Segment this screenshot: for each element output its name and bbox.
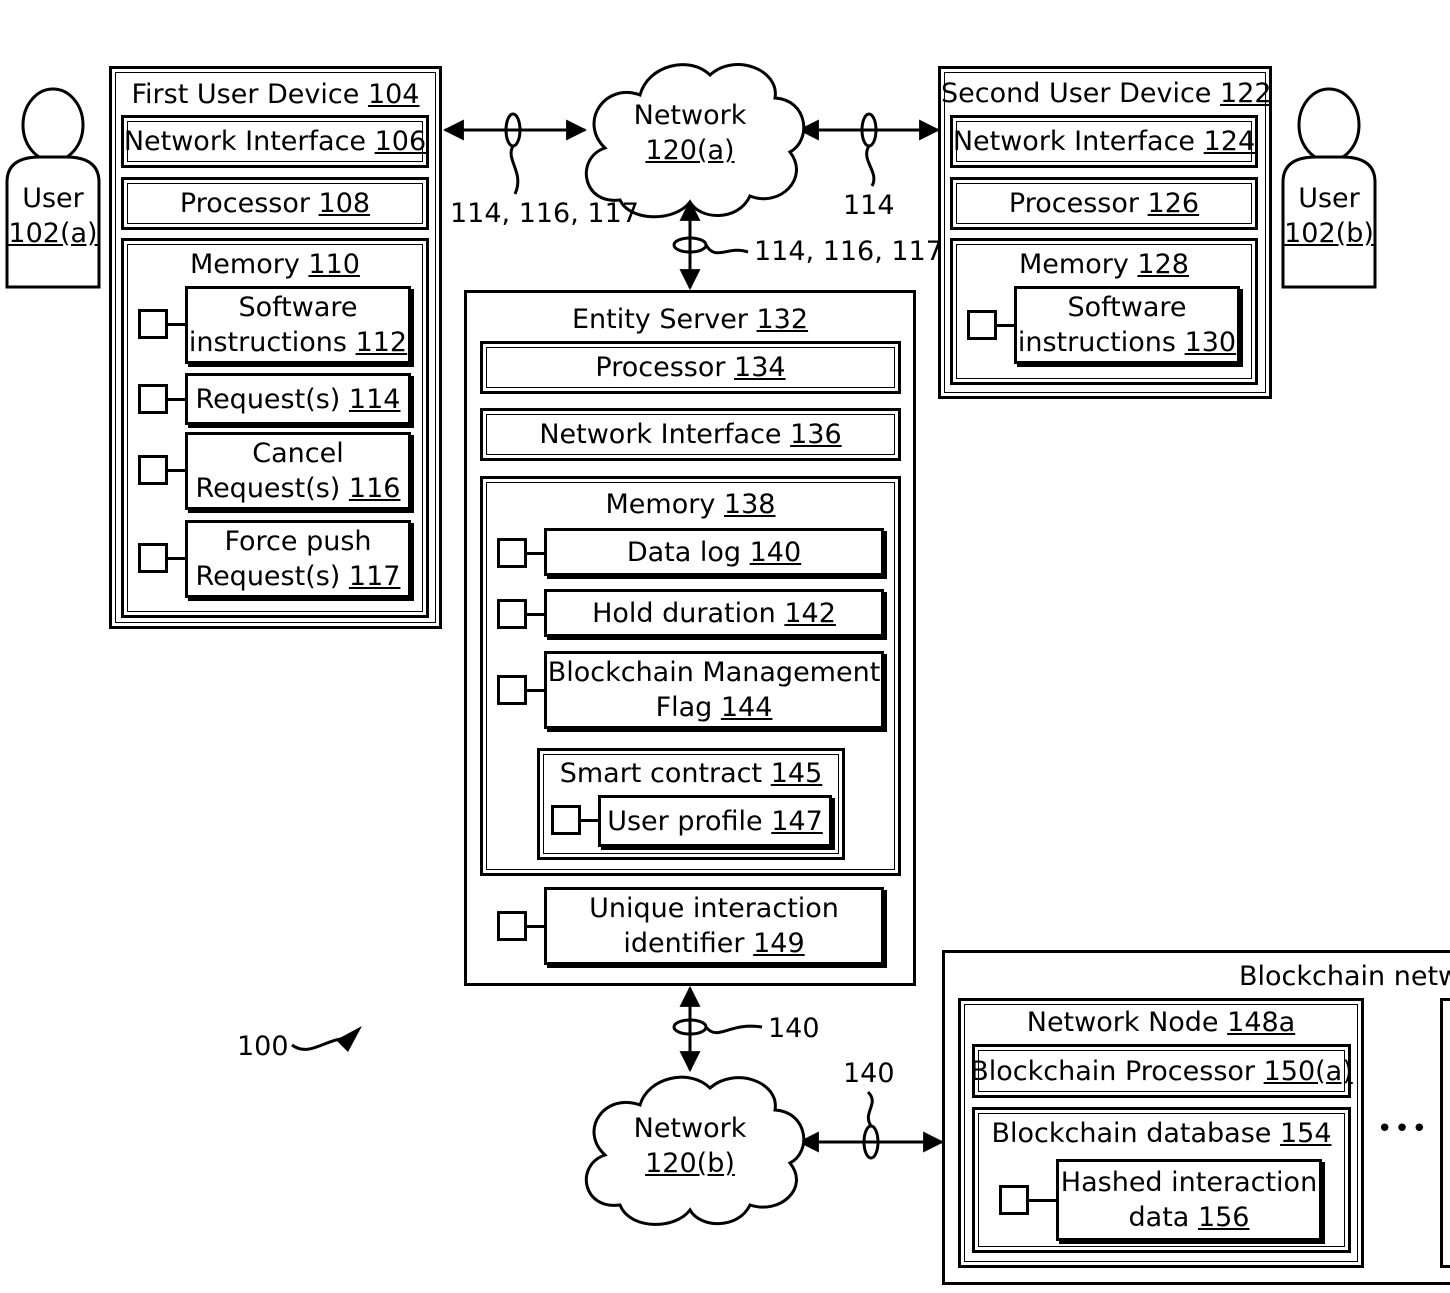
system-ref-arrowhead xyxy=(336,1026,362,1052)
link-label-server-bottom: 140 xyxy=(768,1011,820,1046)
user-b-label: User 102(b) xyxy=(1283,181,1375,251)
second-device-network-interface: Network Interface 124 xyxy=(950,115,1258,168)
force-push-request-117: Force push Request(s) 117 xyxy=(185,520,411,598)
network-a-label: Network 120(a) xyxy=(620,98,760,168)
cancel-request-116: Cancel Request(s) 116 xyxy=(185,432,411,510)
force-item-icon xyxy=(138,543,168,573)
link-label-server-top: 114, 116, 117 xyxy=(754,234,943,269)
hold-duration-142: Hold duration 142 xyxy=(544,589,884,637)
request-item-icon xyxy=(138,384,168,414)
leader-line xyxy=(868,1092,872,1126)
software-instructions-112: Software instructions 112 xyxy=(185,286,411,364)
item-connector xyxy=(168,469,186,472)
hold-duration-item-icon xyxy=(497,599,527,629)
item-connector xyxy=(168,557,186,560)
server-network-interface: Network Interface 136 xyxy=(480,408,901,461)
network-b-label: Network 120(b) xyxy=(620,1111,760,1181)
data-log-item-icon xyxy=(497,538,527,568)
leader-line xyxy=(867,146,874,186)
first-device-network-interface: Network Interface 106 xyxy=(121,115,429,168)
user-profile-item-icon xyxy=(551,805,581,835)
data-log-140: Data log 140 xyxy=(544,528,884,576)
network-node-next xyxy=(1440,998,1450,1268)
system-reference: 100 xyxy=(237,1029,289,1064)
item-connector xyxy=(581,819,599,822)
software-instructions-130: Software instructions 130 xyxy=(1014,286,1240,364)
leader-line xyxy=(706,245,748,253)
second-device-processor: Processor 126 xyxy=(950,177,1258,230)
link-label-right-top: 114 xyxy=(843,188,895,223)
cancel-item-icon xyxy=(138,455,168,485)
item-connector xyxy=(1029,1199,1057,1202)
unique-interaction-identifier-149: Unique interaction identifier 149 xyxy=(544,887,884,965)
item-connector xyxy=(527,689,545,692)
more-nodes-ellipsis: ••• xyxy=(1377,1112,1429,1147)
server-processor: Processor 134 xyxy=(480,341,901,394)
item-connector xyxy=(997,324,1015,327)
item-connector xyxy=(168,323,186,326)
request-114: Request(s) 114 xyxy=(185,373,411,425)
second-device-title: Second User Device 122 xyxy=(941,76,1269,111)
blockchain-processor-150a: Blockchain Processor 150(a) xyxy=(972,1044,1351,1098)
user-profile-147: User profile 147 xyxy=(598,795,832,847)
item-connector xyxy=(527,552,545,555)
leader-line xyxy=(511,146,518,194)
first-device-processor: Processor 108 xyxy=(121,177,429,230)
user-b-head xyxy=(1299,89,1359,161)
item-connector xyxy=(527,613,545,616)
software-item-icon xyxy=(967,310,997,340)
leader-line xyxy=(706,1026,762,1033)
hashed-data-item-icon xyxy=(999,1185,1029,1215)
item-connector xyxy=(527,925,545,928)
user-a-label: User 102(a) xyxy=(7,181,99,251)
blockchain-network-title: Blockchain netwo xyxy=(1239,959,1450,994)
item-connector xyxy=(168,398,186,401)
link-label-chain: 140 xyxy=(843,1056,895,1091)
server-title: Entity Server 132 xyxy=(467,302,913,337)
flag-item-icon xyxy=(497,675,527,705)
link-label-left-top: 114, 116, 117 xyxy=(450,196,639,231)
first-device-title: First User Device 104 xyxy=(112,77,439,112)
blockchain-management-flag-144: Blockchain Management Flag 144 xyxy=(544,651,884,729)
user-a-head xyxy=(23,89,83,161)
hashed-interaction-data-156: Hashed interaction data 156 xyxy=(1056,1159,1322,1241)
unique-id-item-icon xyxy=(497,911,527,941)
software-item-icon xyxy=(138,309,168,339)
